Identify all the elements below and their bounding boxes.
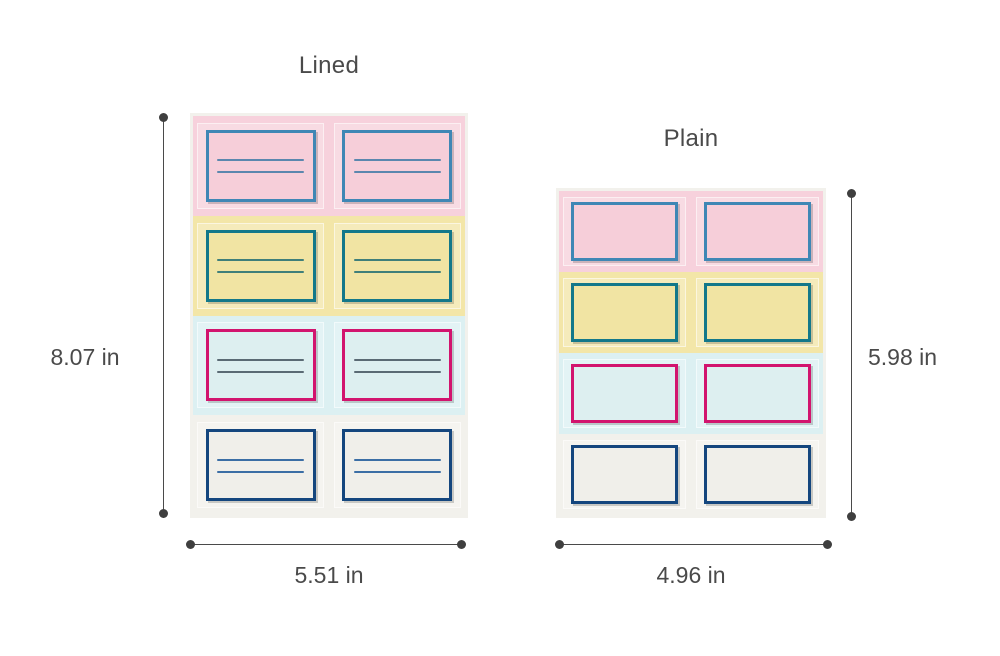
card-slot[interactable] — [563, 277, 687, 348]
card-row-cyan-magenta — [193, 315, 465, 416]
card-rule-lines — [353, 458, 442, 473]
card-slot[interactable] — [197, 122, 325, 209]
card-row-yellow-teal — [193, 215, 465, 316]
card-slot[interactable] — [695, 439, 819, 510]
card-row-pink-blue — [193, 116, 465, 216]
card-rule-line — [353, 159, 442, 162]
card-row-cyan-magenta — [559, 353, 823, 434]
card-rule-lines — [353, 159, 442, 174]
card-row-gray-navy — [559, 434, 823, 515]
card-rule-lines — [216, 259, 305, 273]
dimension-label-lined-height: 8.07 in — [50, 344, 120, 370]
card-rule-line — [353, 458, 442, 461]
dimension-endpoint-plain-width-left — [555, 540, 564, 549]
preview-title-lined: Lined — [298, 52, 360, 79]
dimension-label-plain-width: 4.96 in — [656, 562, 726, 588]
note-card-cyan-magenta[interactable] — [205, 329, 316, 402]
card-slot[interactable] — [197, 322, 325, 409]
card-slot[interactable] — [695, 277, 819, 348]
card-rule-lines — [216, 159, 305, 174]
dimension-endpoint-lined-height-top — [159, 113, 168, 122]
dimension-line-plain-width — [560, 544, 828, 545]
dimension-endpoint-lined-width-right — [457, 540, 466, 549]
sheet-preview-lined[interactable] — [190, 113, 468, 518]
card-slot[interactable] — [333, 422, 461, 509]
dimension-line-lined-width — [190, 544, 462, 545]
dimension-endpoint-plain-height-bottom — [847, 512, 856, 521]
dimension-line-lined-height — [163, 118, 164, 518]
dimension-endpoint-plain-width-right — [823, 540, 832, 549]
note-card-gray-navy[interactable] — [342, 429, 453, 502]
card-slot[interactable] — [333, 322, 461, 409]
dimension-endpoint-lined-height-bottom — [159, 509, 168, 518]
note-card-yellow-teal[interactable] — [571, 283, 679, 342]
card-rule-line — [353, 358, 442, 361]
card-rule-line — [353, 470, 442, 473]
card-rule-line — [216, 458, 305, 461]
preview-title-plain: Plain — [663, 125, 719, 152]
card-rule-line — [216, 259, 305, 261]
card-slot[interactable] — [695, 358, 819, 429]
note-card-cyan-magenta[interactable] — [703, 364, 811, 423]
card-rule-line — [353, 171, 442, 174]
card-rule-line — [216, 171, 305, 174]
card-slot[interactable] — [563, 196, 687, 267]
card-rule-line — [353, 370, 442, 373]
card-slot[interactable] — [563, 358, 687, 429]
card-rule-line — [216, 159, 305, 162]
card-slot[interactable] — [333, 222, 461, 309]
dimension-line-plain-height — [851, 197, 852, 518]
note-card-gray-navy[interactable] — [571, 445, 679, 504]
sheet-preview-plain[interactable] — [556, 188, 826, 518]
card-row-yellow-teal — [559, 272, 823, 353]
note-card-pink-blue[interactable] — [342, 129, 453, 202]
card-row-gray-navy — [193, 415, 465, 515]
card-rule-lines — [216, 458, 305, 473]
card-rule-line — [353, 259, 442, 261]
card-rule-lines — [353, 259, 442, 273]
card-slot[interactable] — [197, 222, 325, 309]
note-card-pink-blue[interactable] — [205, 129, 316, 202]
dimension-label-plain-height: 5.98 in — [868, 344, 938, 370]
card-slot[interactable] — [695, 196, 819, 267]
dimension-endpoint-plain-height-top — [847, 189, 856, 198]
card-rule-line — [216, 470, 305, 473]
card-row-pink-blue — [559, 191, 823, 272]
note-card-pink-blue[interactable] — [571, 202, 679, 261]
card-slot[interactable] — [563, 439, 687, 510]
dimension-endpoint-lined-width-left — [186, 540, 195, 549]
note-card-yellow-teal[interactable] — [205, 229, 316, 302]
card-slot[interactable] — [197, 422, 325, 509]
card-rule-line — [216, 271, 305, 273]
note-card-cyan-magenta[interactable] — [571, 364, 679, 423]
card-rule-line — [216, 370, 305, 373]
note-card-gray-navy[interactable] — [703, 445, 811, 504]
note-card-yellow-teal[interactable] — [703, 283, 811, 342]
card-rule-line — [216, 358, 305, 361]
note-card-yellow-teal[interactable] — [342, 229, 453, 302]
note-card-gray-navy[interactable] — [205, 429, 316, 502]
dimension-label-lined-width: 5.51 in — [294, 562, 364, 588]
card-rule-line — [353, 271, 442, 273]
card-rule-lines — [216, 358, 305, 373]
note-card-pink-blue[interactable] — [703, 202, 811, 261]
card-slot[interactable] — [333, 122, 461, 209]
card-rule-lines — [353, 358, 442, 373]
note-card-cyan-magenta[interactable] — [342, 329, 453, 402]
